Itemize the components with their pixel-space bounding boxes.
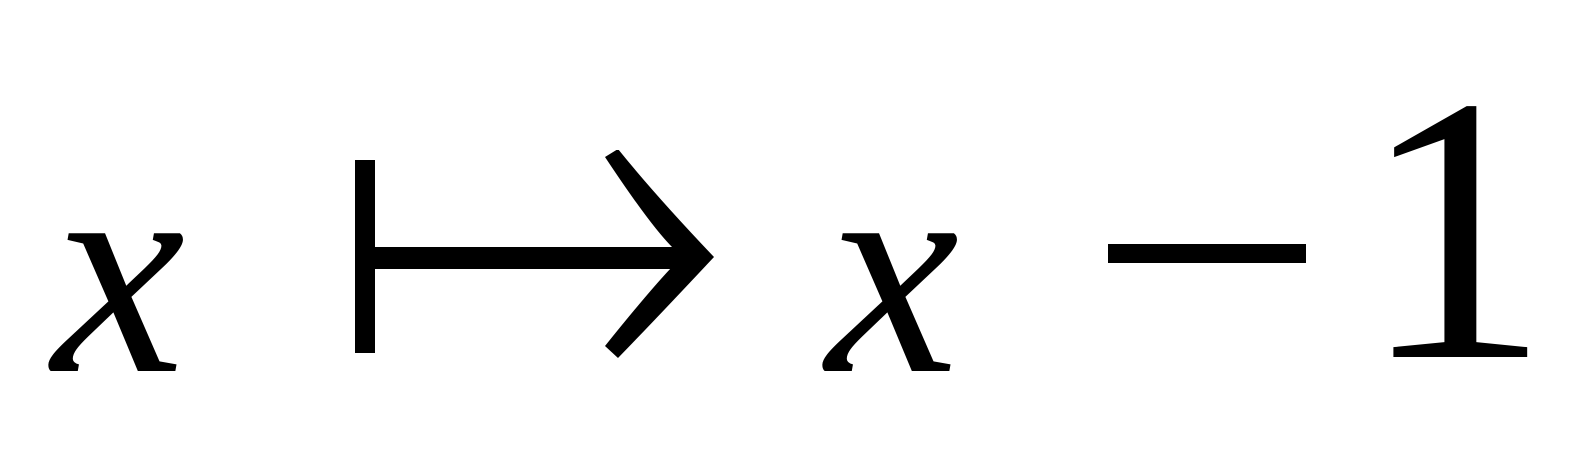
constant-one: 1 <box>1360 19 1550 440</box>
mapsto-arrow-icon <box>355 150 714 358</box>
variable-x-right: x <box>826 104 960 436</box>
minus-operator <box>1108 244 1306 263</box>
variable-x-left: x <box>52 104 186 436</box>
